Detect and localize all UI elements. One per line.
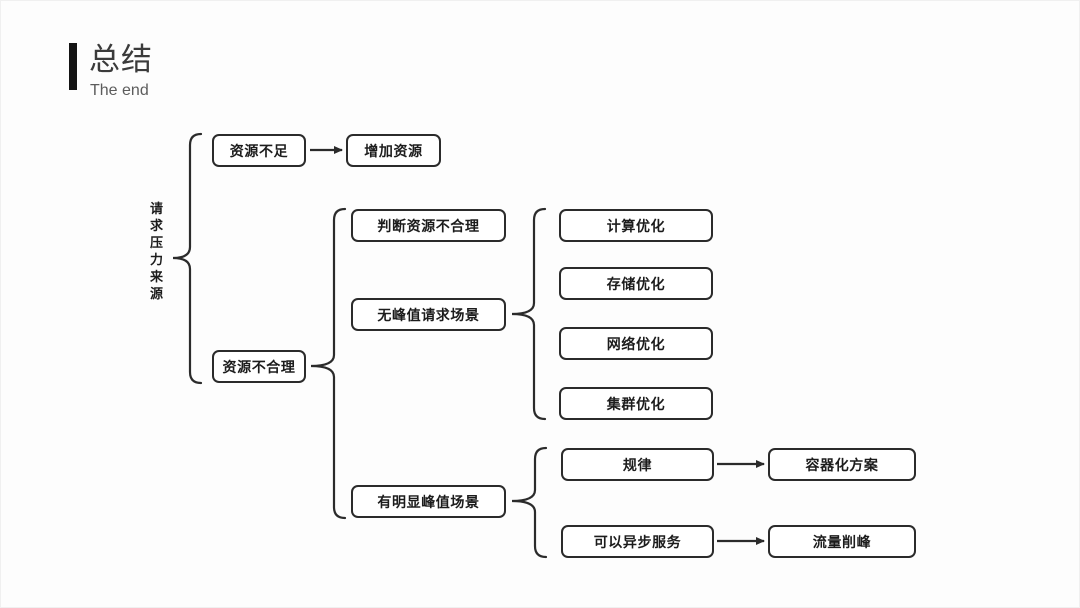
node-label: 资源不合理 [222, 358, 296, 375]
n-liuliangxiaofeng[interactable]: 流量削峰 [768, 525, 916, 558]
page-title: 总结 [89, 42, 153, 77]
node-label: 无峰值请求场景 [377, 306, 480, 323]
n-wangluoyouhua[interactable]: 网络优化 [559, 327, 713, 360]
n-keyiyibu[interactable]: 可以异步服务 [561, 525, 714, 558]
title-accent-bar [69, 43, 77, 90]
brace-wufeng [511, 207, 547, 421]
page-subtitle: The end [90, 82, 149, 99]
n-rongqihua[interactable]: 容器化方案 [768, 448, 916, 481]
node-label: 有明显峰值场景 [377, 493, 480, 510]
brace-youfeng [511, 446, 548, 559]
node-label: 增加资源 [364, 142, 423, 159]
n-cunchuyouhua[interactable]: 存储优化 [559, 267, 713, 300]
brace-root [172, 132, 203, 385]
n-ziyuanbuheli[interactable]: 资源不合理 [212, 350, 306, 383]
brace-buheli [310, 207, 347, 520]
n-wufengzhi[interactable]: 无峰值请求场景 [351, 298, 506, 331]
node-label: 计算优化 [606, 217, 666, 234]
n-jiqunyouhua[interactable]: 集群优化 [559, 387, 713, 420]
node-label: 资源不足 [229, 142, 289, 159]
node-label: 网络优化 [606, 335, 666, 352]
n-ziyuanbuzu[interactable]: 资源不足 [212, 134, 306, 167]
node-label: 存储优化 [606, 275, 666, 292]
root-label: 请求压力来源 [149, 201, 164, 301]
n-panduanbuheli[interactable]: 判断资源不合理 [351, 209, 506, 242]
node-label: 规律 [622, 456, 653, 473]
node-label: 容器化方案 [805, 456, 879, 473]
node-label: 判断资源不合理 [377, 217, 480, 234]
node-label: 集群优化 [606, 395, 666, 412]
node-label: 可以异步服务 [593, 533, 682, 550]
n-jisuanyouhua[interactable]: 计算优化 [559, 209, 713, 242]
n-zengjiaziyuan[interactable]: 增加资源 [346, 134, 441, 167]
node-label: 流量削峰 [812, 533, 872, 550]
n-guilv[interactable]: 规律 [561, 448, 714, 481]
n-youmingxianfeng[interactable]: 有明显峰值场景 [351, 485, 506, 518]
